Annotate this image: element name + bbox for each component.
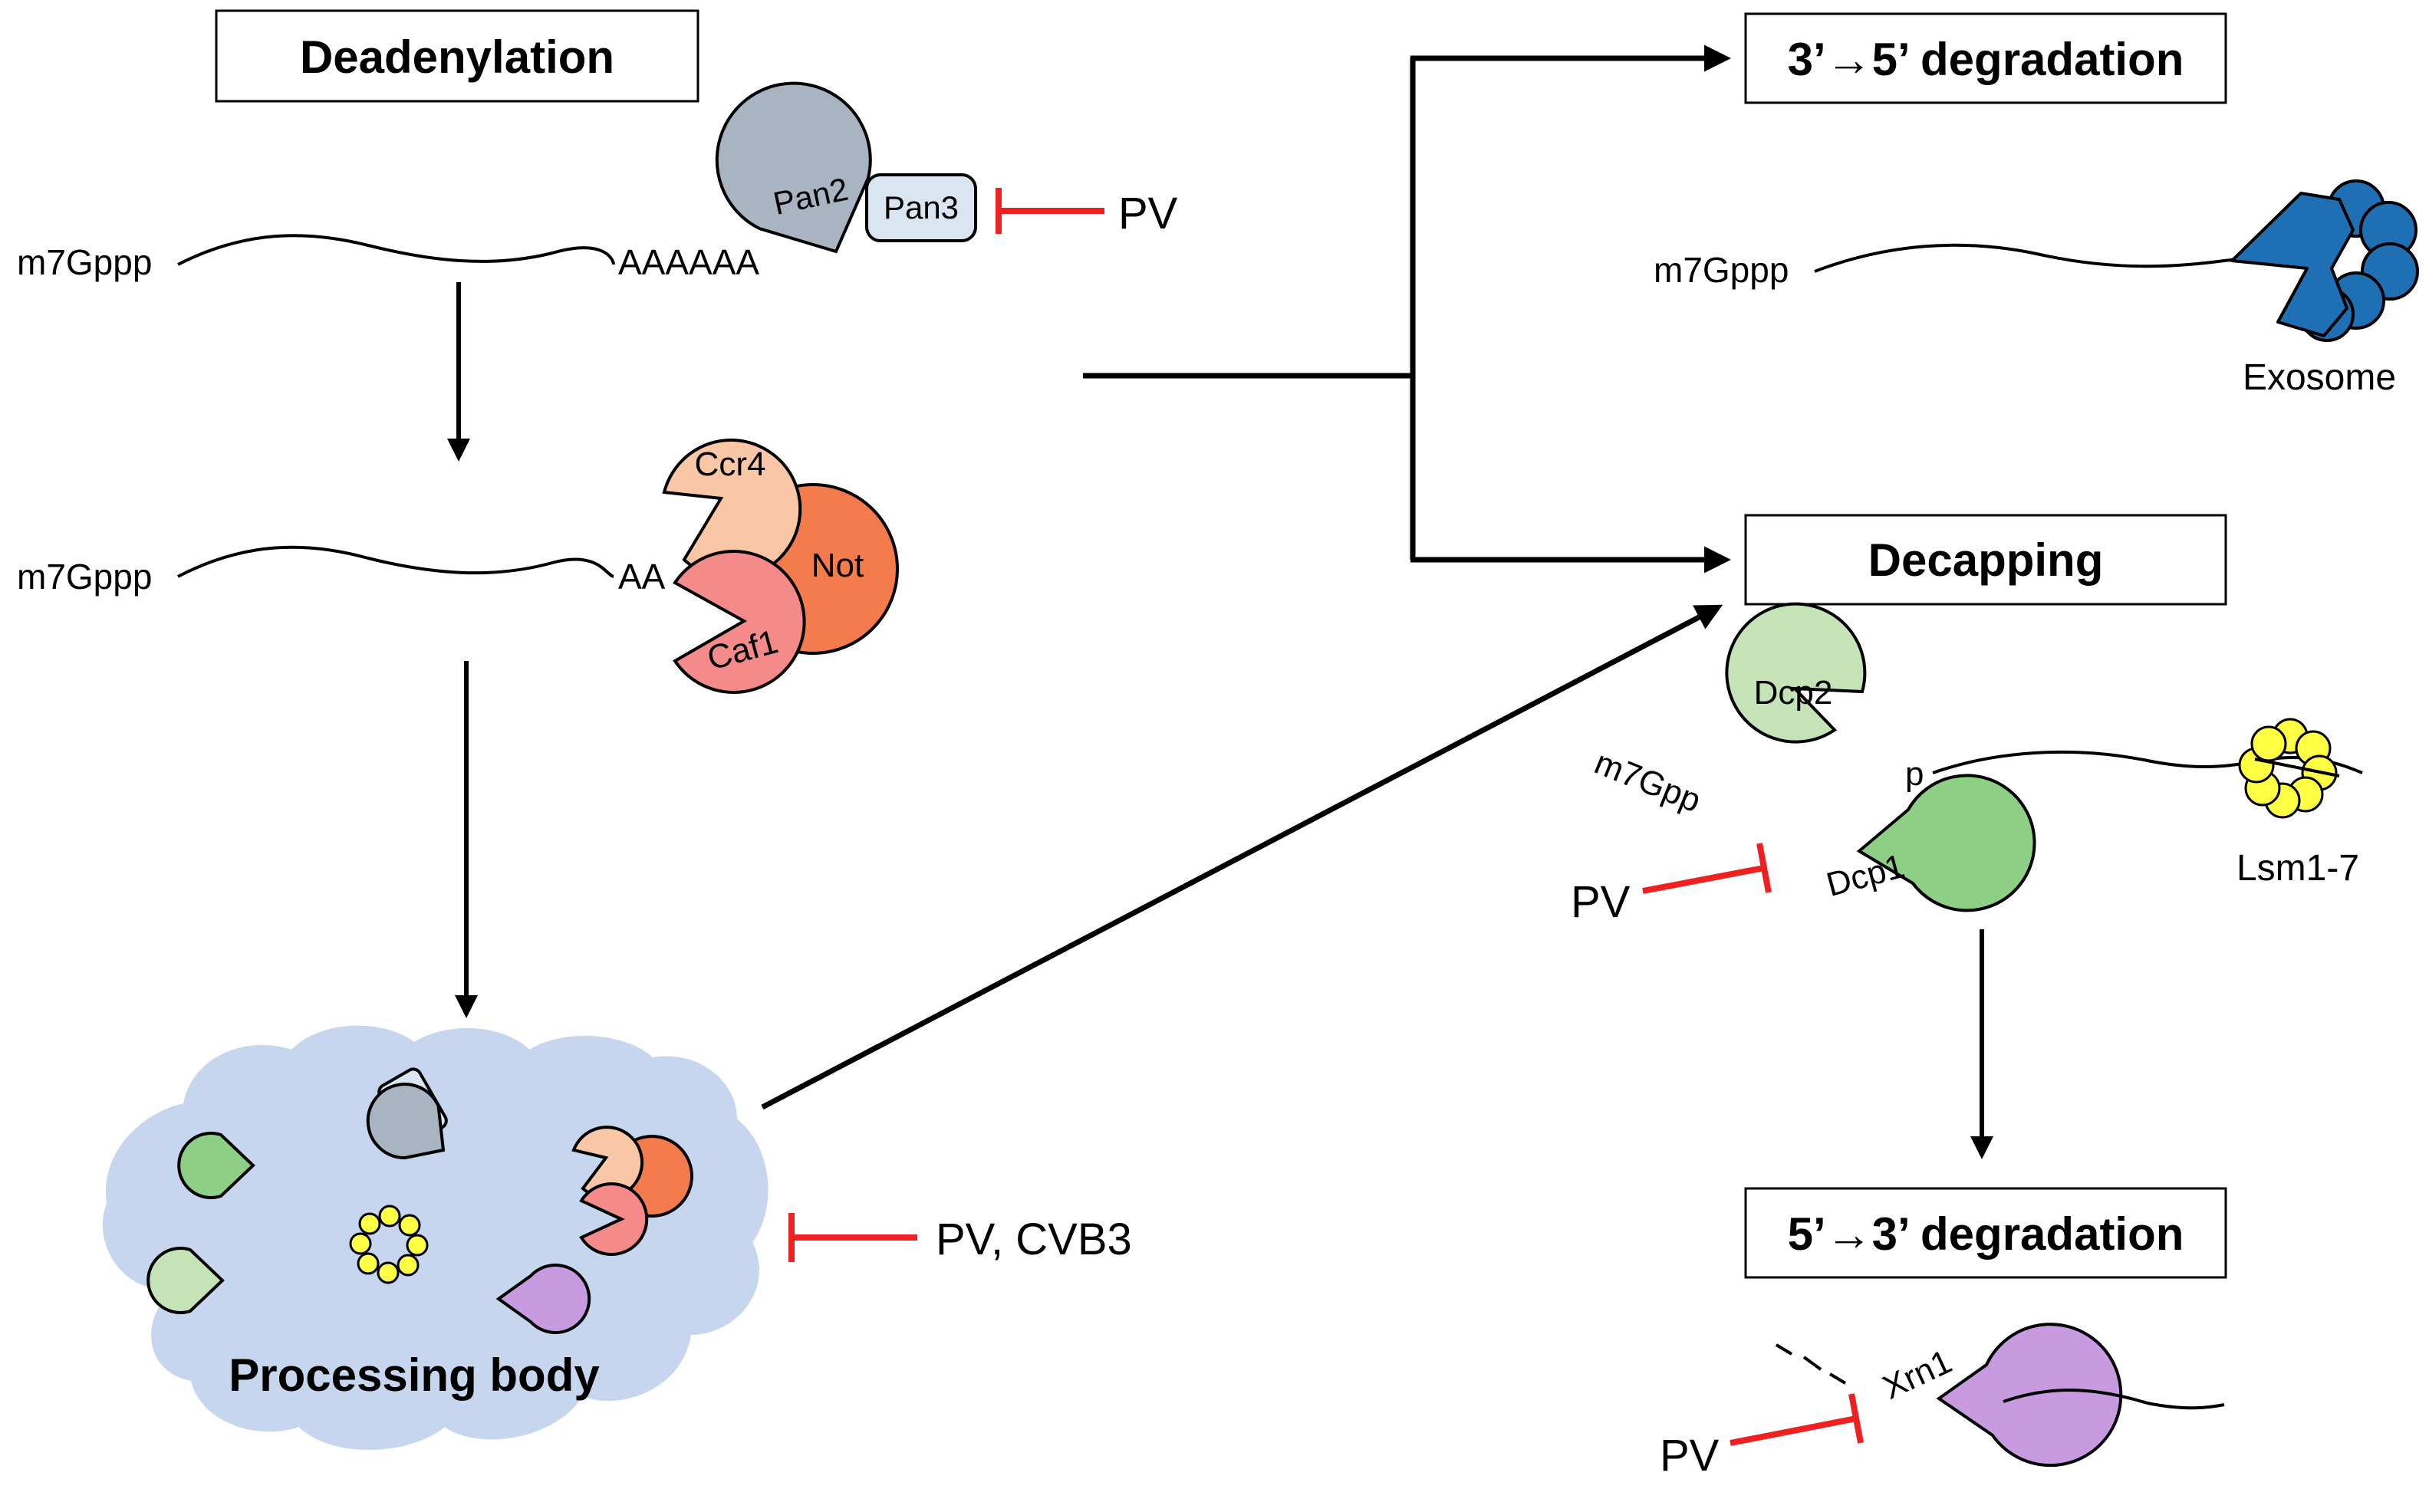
pan2-pan3-small — [366, 1067, 448, 1160]
pbody-inhibitor-label: PV, CVB3 — [936, 1215, 1132, 1264]
processing-body-label: Processing body — [229, 1349, 600, 1401]
pan2-pan3-complex: Pan2 Pan3 — [715, 81, 977, 254]
degradation-5to3-title-box: 5’→3’ degradation — [1744, 1187, 2227, 1279]
dcp1-inhibition: PV — [1571, 843, 1772, 927]
mrna-deadenylated: m7Gppp AA — [17, 545, 666, 597]
ccr4-label: Ccr4 — [695, 445, 766, 483]
caf1-pacman-icon — [673, 550, 806, 694]
dcp1-label: Dcp1 — [1822, 847, 1908, 904]
degradation-5to3-title: 5’→3’ degradation — [1788, 1208, 2184, 1260]
mrna-strand-3 — [1814, 243, 2271, 273]
dcp1-pacman-icon — [1856, 774, 2036, 912]
dcp2-label: Dcp2 — [1754, 674, 1833, 712]
mrna-polyadenylated: m7Gppp AAAAAA — [17, 234, 759, 282]
pan3-label: Pan3 — [884, 189, 959, 225]
pan2-pacman-icon — [715, 81, 872, 254]
ccr4-not-complex: Not Ccr4 Caf1 — [662, 439, 899, 694]
xrn1-small-pacman-icon — [495, 1264, 591, 1334]
polya-tail-short: AA — [618, 557, 666, 597]
ccr4-not-small — [571, 1126, 693, 1256]
mrna-strand-5 — [2003, 1389, 2225, 1410]
branch-arrows — [761, 44, 1731, 1110]
decapping-title-box: Decapping — [1744, 514, 2227, 606]
arrow-pbody-to-decapping — [761, 604, 1723, 1110]
polya-tail-long: AAAAAA — [618, 242, 759, 282]
deadenylation-title-box: Deadenylation — [215, 9, 699, 103]
dcp1-pacman-icon — [177, 1132, 255, 1199]
deadenylation-title: Deadenylation — [300, 31, 614, 83]
inhibition-line — [1642, 865, 1765, 894]
pan2-small-pacman-icon — [366, 1083, 446, 1160]
dcp2-pacman-icon — [1725, 602, 1867, 744]
exosome-label: Exosome — [2243, 357, 2396, 398]
xrn1-inhibition: PV — [1660, 1393, 1864, 1481]
mrna-cap-label-3: m7Gppp — [1654, 250, 1789, 290]
mrna-strand — [177, 234, 615, 266]
lsm-label: Lsm1-7 — [2236, 848, 2359, 889]
pan3-inhibitor-label: PV — [1118, 189, 1178, 238]
xrn1-inhibitor-label: PV — [1660, 1431, 1720, 1481]
inhibition-bar — [1756, 843, 1772, 893]
degradation-3to5-title-box: 3’→5’ degradation — [1744, 12, 2227, 104]
degraded-fragment — [1775, 1343, 1847, 1385]
pbody-inhibition: PV, CVB3 — [788, 1213, 1132, 1264]
decapping-title: Decapping — [1868, 534, 2104, 586]
dcp1-inhibitor-label: PV — [1571, 877, 1631, 927]
released-cap-label: m7Gpp — [1589, 744, 1706, 820]
monophosphate-label: p — [1905, 755, 1924, 793]
mrna-strand-2 — [177, 545, 614, 578]
lsm-ring-small — [349, 1205, 429, 1284]
mrna-cap-label-2: m7Gppp — [17, 557, 152, 597]
inhibition-line — [1730, 1415, 1857, 1446]
inhibition-bar — [1848, 1393, 1864, 1444]
dcp2-pacman-icon — [146, 1247, 225, 1314]
not-label: Not — [811, 547, 864, 584]
mrna-cap-label: m7Gppp — [17, 242, 152, 282]
xrn1-degradation: Xrn1 — [1775, 1323, 2225, 1468]
exosome-degradation: m7Gppp Exosome — [1654, 179, 2419, 398]
degradation-3to5-title: 3’→5’ degradation — [1788, 34, 2184, 85]
processing-body: Processing body — [102, 1025, 769, 1450]
lsm-ring-icon — [2238, 718, 2338, 819]
decapping-complex: Dcp2 m7Gpp Dcp1 p Lsm1-7 — [1589, 602, 2363, 912]
pan3-inhibition: PV — [996, 188, 1178, 238]
pan3-box — [865, 173, 977, 242]
exosome-icon — [2230, 179, 2419, 342]
